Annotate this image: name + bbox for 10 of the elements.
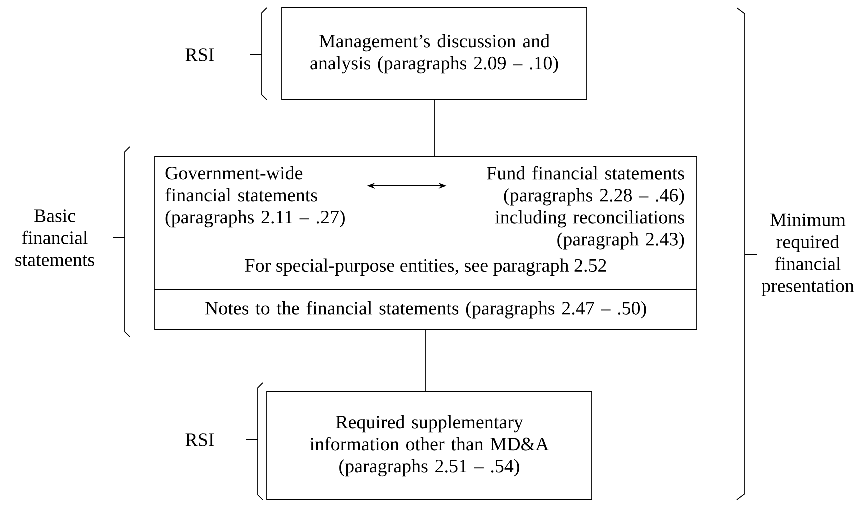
side-label: RSI (186, 48, 214, 62)
side-label: Basic financial statements (16, 210, 94, 266)
side-label: RSI (186, 434, 214, 446)
connector-line (434, 100, 435, 157)
text-box: Notes to the financial statements (paragraphs 2.47 – .50) (154, 290, 698, 330)
side-label: Minimum required financial presentation (762, 214, 854, 296)
text-box: Management’s discussion and analysis (paragraphs 2.09 – .10) (282, 8, 588, 100)
text-box: Required supplementary information other than MD&A (paragraphs 2.51 – .54) (266, 392, 592, 500)
statement-text: Fund financial statements (paragraphs 2.28 – .46) including reconciliations (paragraph 2.43) (487, 166, 684, 250)
statement-text: Government-wide financial statements (paragraphs 2.11 – .27) (166, 166, 345, 228)
